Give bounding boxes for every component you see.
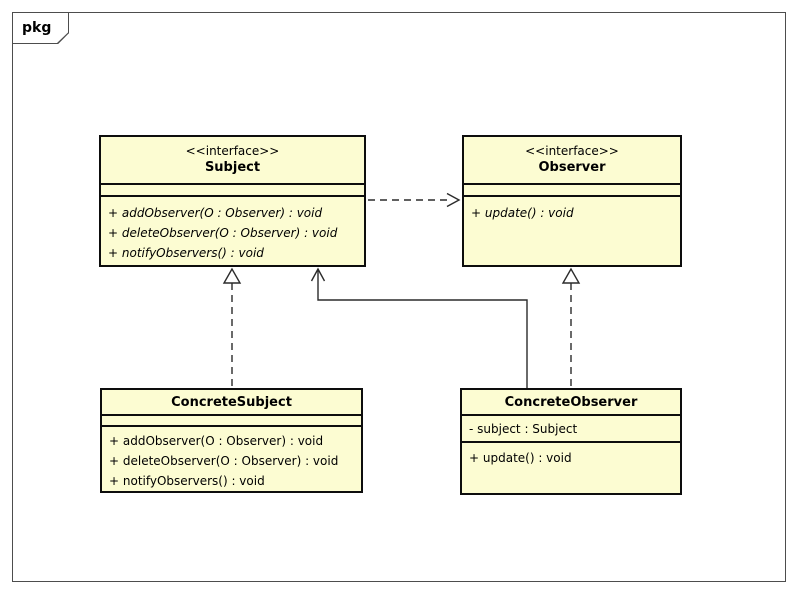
class-observer-attributes — [464, 183, 680, 195]
method-item: + notifyObservers() : void — [109, 474, 265, 488]
method-item: + addObserver(O : Observer) : void — [109, 434, 324, 448]
package-frame — [12, 12, 786, 582]
class-concrete-subject-methods: + addObserver(O : Observer) : void + del… — [102, 425, 361, 491]
class-subject[interactable]: <<interface>> Subject + addObserver(O : … — [99, 135, 366, 267]
class-concrete-subject-header: ConcreteSubject — [102, 390, 361, 414]
package-tab-label: pkg — [22, 20, 52, 36]
class-concrete-observer-name: ConcreteObserver — [504, 394, 638, 410]
package-tab-inner: pkg — [13, 13, 68, 43]
class-observer-name: Observer — [538, 160, 606, 175]
class-subject-attributes — [101, 183, 364, 195]
method-item: + addObserver(O : Observer) : void — [108, 206, 323, 220]
package-tab: pkg — [12, 12, 69, 44]
method-item: + notifyObservers() : void — [108, 246, 264, 260]
method-item: + update() : void — [471, 206, 574, 220]
class-subject-stereotype: <<interface>> — [185, 144, 280, 158]
class-subject-name: Subject — [204, 160, 261, 175]
method-item: + deleteObserver(O : Observer) : void — [108, 226, 338, 240]
method-item: + deleteObserver(O : Observer) : void — [109, 454, 339, 468]
class-observer[interactable]: <<interface>> Observer + update() : void — [462, 135, 682, 267]
class-concrete-subject-name: ConcreteSubject — [171, 394, 292, 410]
class-concrete-observer-attributes: - subject : Subject — [462, 414, 680, 441]
class-observer-stereotype: <<interface>> — [525, 144, 619, 158]
class-observer-methods: + update() : void — [464, 195, 680, 265]
class-concrete-subject[interactable]: ConcreteSubject + addObserver(O : Observ… — [100, 388, 363, 493]
class-concrete-observer-header: ConcreteObserver — [462, 390, 680, 414]
class-concrete-subject-attributes — [102, 414, 361, 425]
class-concrete-observer-methods: + update() : void — [462, 441, 680, 493]
method-item: + update() : void — [469, 451, 572, 465]
attribute-item: - subject : Subject — [469, 422, 578, 436]
class-subject-methods: + addObserver(O : Observer) : void + del… — [101, 195, 364, 265]
class-subject-header: <<interface>> Subject — [101, 137, 364, 183]
class-observer-header: <<interface>> Observer — [464, 137, 680, 183]
class-concrete-observer[interactable]: ConcreteObserver - subject : Subject + u… — [460, 388, 682, 495]
